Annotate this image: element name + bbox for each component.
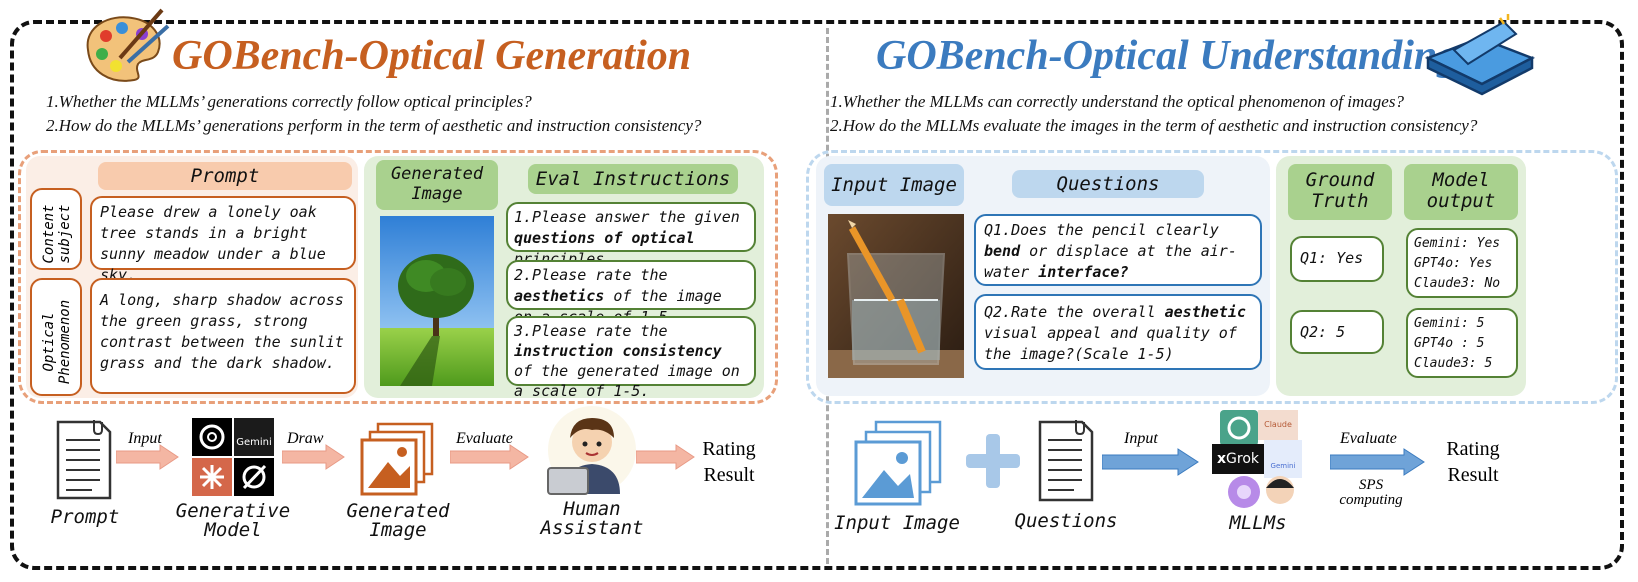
oak-tree-image — [380, 216, 494, 386]
model-output-q2: Gemini: 5 GPT4o : 5 Claude3: 5 — [1406, 308, 1518, 378]
input-image-header: Input Image — [824, 164, 964, 206]
right-panel — [806, 150, 1618, 404]
draw-arrow-icon — [282, 444, 345, 470]
generated-image-header: Generated Image — [376, 160, 498, 210]
eval-instruction-2: 2.Please rate the aesthetics of the imag… — [506, 260, 756, 326]
ground-truth-q2: Q2: 5 — [1290, 310, 1384, 354]
content-subject-text: Please drew a lonely oak tree stands in … — [90, 196, 356, 284]
optical-phenomenon-text: A long, sharp shadow across the green gr… — [90, 278, 356, 394]
flow-sps-label: SPS computing — [1339, 477, 1403, 508]
eval-header: Eval Instructions — [528, 164, 738, 194]
ground-truth-q1: Q1: Yes — [1290, 236, 1384, 282]
left-panel — [18, 150, 778, 404]
question-2-box: Q2.Rate the overall aesthetic visual app… — [974, 294, 1262, 370]
right-evaluate-arrow-icon — [1330, 448, 1425, 476]
content-subject-label-box: Content subject — [30, 188, 82, 270]
openai-icon — [192, 418, 232, 456]
flow-right-input-label: Input — [1124, 430, 1158, 447]
right-rating-result: Rating Result — [1446, 438, 1500, 486]
left-rating-result: Rating Result — [702, 438, 756, 486]
evaluate-arrow-icon — [450, 444, 529, 470]
question-1-box: Q1.Does the pencil clearly bend or displ… — [974, 214, 1262, 286]
generated-image-stack-icon — [360, 422, 434, 496]
optical-phenomenon-label-box: Optical Phenomenon — [30, 278, 82, 396]
human-assistant-icon — [547, 406, 636, 495]
flow-evaluate-label: Evaluate — [456, 430, 513, 447]
gemini-icon: Gemini — [234, 418, 274, 456]
mllm-openai-icon — [1220, 410, 1258, 446]
questions-document-icon — [1038, 420, 1094, 502]
plus-icon — [966, 434, 1020, 488]
flow-human-label: Human Assistant — [540, 498, 644, 539]
flow-prompt-label: Prompt — [50, 506, 120, 528]
model-output-q2-gpt4o: GPT4o : 5 — [1414, 336, 1485, 351]
model-output-q1-gpt4o: GPT4o: Yes — [1414, 256, 1493, 271]
book-icon — [1424, 14, 1536, 96]
result-arrow-icon — [636, 444, 695, 470]
generative-model-logos: Gemini — [192, 418, 274, 496]
flow-generated-label: Generated Image — [346, 500, 450, 541]
mllm-grok-icon: xGrok — [1212, 444, 1264, 474]
right-question-2: 2.How do the MLLMs evaluate the images i… — [830, 116, 1478, 135]
content-subject-label: Content subject — [41, 204, 73, 264]
left-title: GOBench-Optical Generation — [172, 33, 692, 79]
eval-instruction-1: 1.Please answer the given questions of o… — [506, 202, 756, 268]
flow-input-label: Input — [128, 430, 162, 447]
optical-phenomenon-label: Optical Phenomenon — [41, 299, 73, 385]
model-output-q1-gemini: Gemini: Yes — [1414, 236, 1501, 251]
palette-icon — [86, 8, 170, 82]
outer-dashed-frame — [10, 20, 1624, 570]
mllm-logos: Claude xGrok Gemini — [1212, 410, 1304, 510]
ground-truth-header: Ground Truth — [1288, 164, 1392, 220]
claude-icon — [192, 458, 232, 496]
mllm-claude-icon: Claude — [1258, 410, 1298, 440]
left-question-2: 2.How do the MLLMs’ generations perform … — [46, 116, 702, 135]
model-output-q1: Gemini: Yes GPT4o: Yes Claude3: No — [1406, 228, 1518, 298]
left-question-1: 1.Whether the MLLMs’ generations correct… — [46, 92, 532, 111]
grok-icon — [234, 458, 274, 496]
input-image-stack-icon — [854, 420, 942, 506]
eval-instruction-3: 3.Please rate the instruction consistenc… — [506, 316, 756, 400]
model-output-q1-claude3: Claude3: No — [1414, 276, 1501, 291]
right-input-arrow-icon — [1102, 448, 1199, 476]
prompt-header: Prompt — [98, 162, 352, 190]
questions-header: Questions — [1012, 170, 1204, 198]
right-title: GOBench-Optical Understanding — [876, 33, 1459, 79]
right-question-1: 1.Whether the MLLMs can correctly unders… — [830, 92, 1404, 111]
model-output-header: Model output — [1404, 164, 1518, 220]
flow-right-evaluate-label: Evaluate — [1340, 430, 1397, 447]
prompt-document-icon — [56, 420, 112, 500]
model-output-q2-claude3: Claude3: 5 — [1414, 356, 1493, 371]
flow-questions-label: Questions — [1014, 510, 1118, 532]
pencil-glass-image — [828, 214, 964, 378]
mllm-avatars-icon — [1228, 476, 1294, 508]
flow-input-image-label: Input Image — [834, 512, 960, 534]
input-arrow-icon — [116, 444, 179, 470]
model-output-q2-gemini: Gemini: 5 — [1414, 316, 1485, 331]
flow-mllms-label: MLLMs — [1229, 512, 1287, 534]
mllm-gemini-icon: Gemini — [1264, 440, 1302, 478]
flow-draw-label: Draw — [287, 430, 324, 447]
flow-model-label: Generative Model — [175, 500, 291, 541]
